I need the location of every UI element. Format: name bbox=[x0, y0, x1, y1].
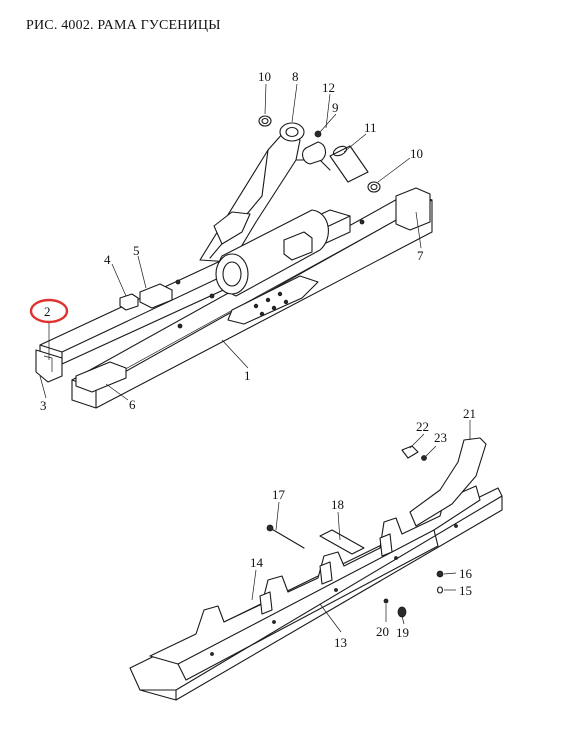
track-frame-assembly bbox=[35, 122, 433, 409]
seal-ring-lower bbox=[367, 181, 381, 193]
callout-6: 6 bbox=[129, 397, 136, 412]
grease-fitting bbox=[314, 130, 322, 138]
highlight-circle bbox=[29, 298, 69, 324]
washer-15 bbox=[436, 586, 444, 594]
guard-toothed-plate bbox=[149, 485, 481, 665]
callout-12: 12 bbox=[322, 80, 335, 95]
frame-rear-pad bbox=[75, 361, 127, 393]
track-guard-assembly bbox=[129, 437, 503, 701]
nut-16 bbox=[436, 570, 444, 578]
housing-bore bbox=[215, 253, 249, 295]
callout-7: 7 bbox=[417, 248, 424, 263]
washer-20 bbox=[383, 598, 389, 604]
callout-3: 3 bbox=[40, 398, 47, 413]
bushing bbox=[301, 141, 327, 165]
callout-10-lower: 10 bbox=[410, 146, 423, 161]
callout-5: 5 bbox=[133, 243, 140, 258]
figure-title: РИС. 4002. РАМА ГУСЕНИЦЫ bbox=[26, 18, 221, 33]
callout-9: 9 bbox=[332, 100, 339, 115]
callout-14: 14 bbox=[250, 555, 264, 570]
frame-bracket-block bbox=[139, 283, 173, 309]
arm-window-plate bbox=[213, 211, 251, 245]
callout-16: 16 bbox=[459, 566, 473, 581]
callout-10-upper: 10 bbox=[258, 69, 271, 84]
callout-8: 8 bbox=[292, 69, 299, 84]
callout-22: 22 bbox=[416, 419, 429, 434]
pivot-boss bbox=[279, 122, 305, 142]
leader-lines bbox=[39, 83, 471, 633]
callout-23: 23 bbox=[434, 430, 447, 445]
seal-ring-upper bbox=[258, 115, 272, 127]
callout-4: 4 bbox=[104, 252, 111, 267]
housing-box bbox=[283, 231, 313, 261]
callout-21: 21 bbox=[463, 406, 476, 421]
callout-19: 19 bbox=[396, 625, 409, 640]
frame-perforated-plate bbox=[227, 275, 319, 325]
callout-15: 15 bbox=[459, 583, 472, 598]
pivot-pin bbox=[329, 145, 369, 183]
long-bolt bbox=[269, 527, 305, 549]
callout-18: 18 bbox=[331, 497, 344, 512]
pin-parts bbox=[258, 115, 381, 193]
guard-end-segment bbox=[409, 437, 487, 527]
callout-labels: 1 2 3 4 5 6 7 8 9 10 10 11 12 13 14 15 1… bbox=[40, 69, 476, 650]
bolt-22 bbox=[401, 445, 419, 459]
callout-1: 1 bbox=[244, 368, 251, 383]
callout-2: 2 bbox=[44, 304, 51, 319]
callout-11: 11 bbox=[364, 120, 377, 135]
frame-front-end bbox=[35, 349, 63, 383]
callout-17: 17 bbox=[272, 487, 286, 502]
rear-guide bbox=[395, 187, 431, 231]
callout-20: 20 bbox=[376, 624, 389, 639]
washer-23 bbox=[421, 455, 427, 461]
frame-small-block bbox=[119, 293, 139, 311]
nut-19 bbox=[397, 606, 407, 618]
callout-13: 13 bbox=[334, 635, 347, 650]
guard-spacer-bar bbox=[319, 529, 365, 555]
